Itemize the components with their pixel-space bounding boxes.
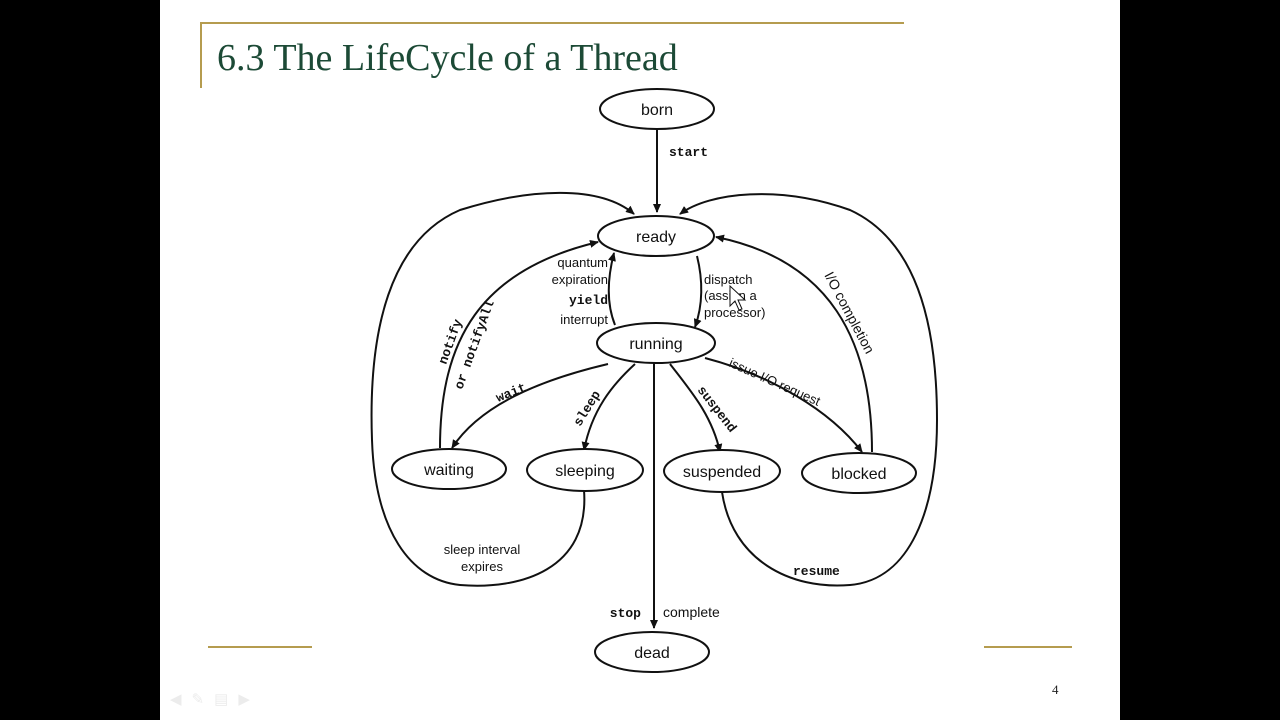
footer-rule-right	[984, 646, 1072, 648]
state-suspended	[663, 449, 781, 493]
label-dispatch: dispatch	[704, 272, 752, 287]
state-ready	[597, 215, 715, 257]
arrow-quantum	[607, 252, 616, 326]
arrow-dispatch	[693, 255, 703, 328]
slide-title: 6.3 The LifeCycle of a Thread	[217, 37, 678, 79]
label-issue-io: issue I/O request	[727, 355, 823, 409]
state-running-label: running	[629, 336, 682, 353]
label-quantum: quantum	[557, 255, 608, 270]
arrow-resume	[679, 193, 939, 587]
state-dead	[594, 631, 710, 673]
label-stop: stop	[610, 606, 641, 621]
menu-icon[interactable]: ▤	[214, 691, 229, 708]
label-expires: expires	[461, 559, 503, 574]
label-sleep-interval: sleep interval	[444, 542, 521, 557]
pen-icon[interactable]: ✎	[191, 691, 205, 708]
arrow-suspend	[669, 363, 723, 453]
title-rule	[200, 22, 904, 24]
title-rule-vertical	[200, 22, 202, 88]
page-number: 4	[1052, 682, 1059, 697]
label-resume: resume	[793, 564, 840, 579]
label-io-completion: I/O completion	[821, 269, 878, 356]
arrow-notify	[439, 239, 599, 449]
label-complete: complete	[663, 604, 720, 620]
label-interrupt: interrupt	[560, 312, 608, 327]
state-waiting-label: waiting	[423, 462, 474, 479]
state-running	[596, 322, 716, 364]
state-dead-label: dead	[634, 645, 670, 662]
arrow-io-completion	[715, 234, 873, 453]
label-yield: yield	[569, 293, 608, 308]
next-slide-icon[interactable]: ▶	[238, 691, 250, 708]
state-sleeping-label: sleeping	[555, 463, 615, 480]
state-waiting	[391, 448, 507, 490]
arrow-issue-io	[704, 357, 863, 453]
slide: 6.3 The LifeCycle of a Thread	[160, 0, 1120, 720]
cursor-icon	[729, 284, 747, 311]
state-blocked	[801, 452, 917, 494]
state-blocked-label: blocked	[831, 466, 886, 483]
label-processor: processor)	[704, 305, 765, 320]
thread-lifecycle-diagram: born ready running waiting sleeping susp…	[370, 88, 939, 673]
arrow-sleep	[581, 363, 636, 451]
state-born	[599, 88, 715, 130]
arrow-wait	[451, 363, 609, 449]
state-suspended-label: suspended	[683, 464, 761, 481]
previous-slide-icon[interactable]: ◀	[170, 691, 182, 708]
label-wait: wait	[494, 380, 529, 406]
state-born-label: born	[641, 102, 673, 119]
arrow-sleep-interval	[370, 191, 635, 587]
label-suspend: suspend	[694, 383, 739, 435]
footer-rule-left	[208, 646, 312, 648]
label-expiration: expiration	[552, 272, 608, 287]
slide-navigation: ◀ ✎ ▤ ▶	[170, 690, 250, 708]
label-start: start	[669, 145, 708, 160]
state-ready-label: ready	[636, 229, 676, 246]
state-sleeping	[526, 448, 644, 492]
